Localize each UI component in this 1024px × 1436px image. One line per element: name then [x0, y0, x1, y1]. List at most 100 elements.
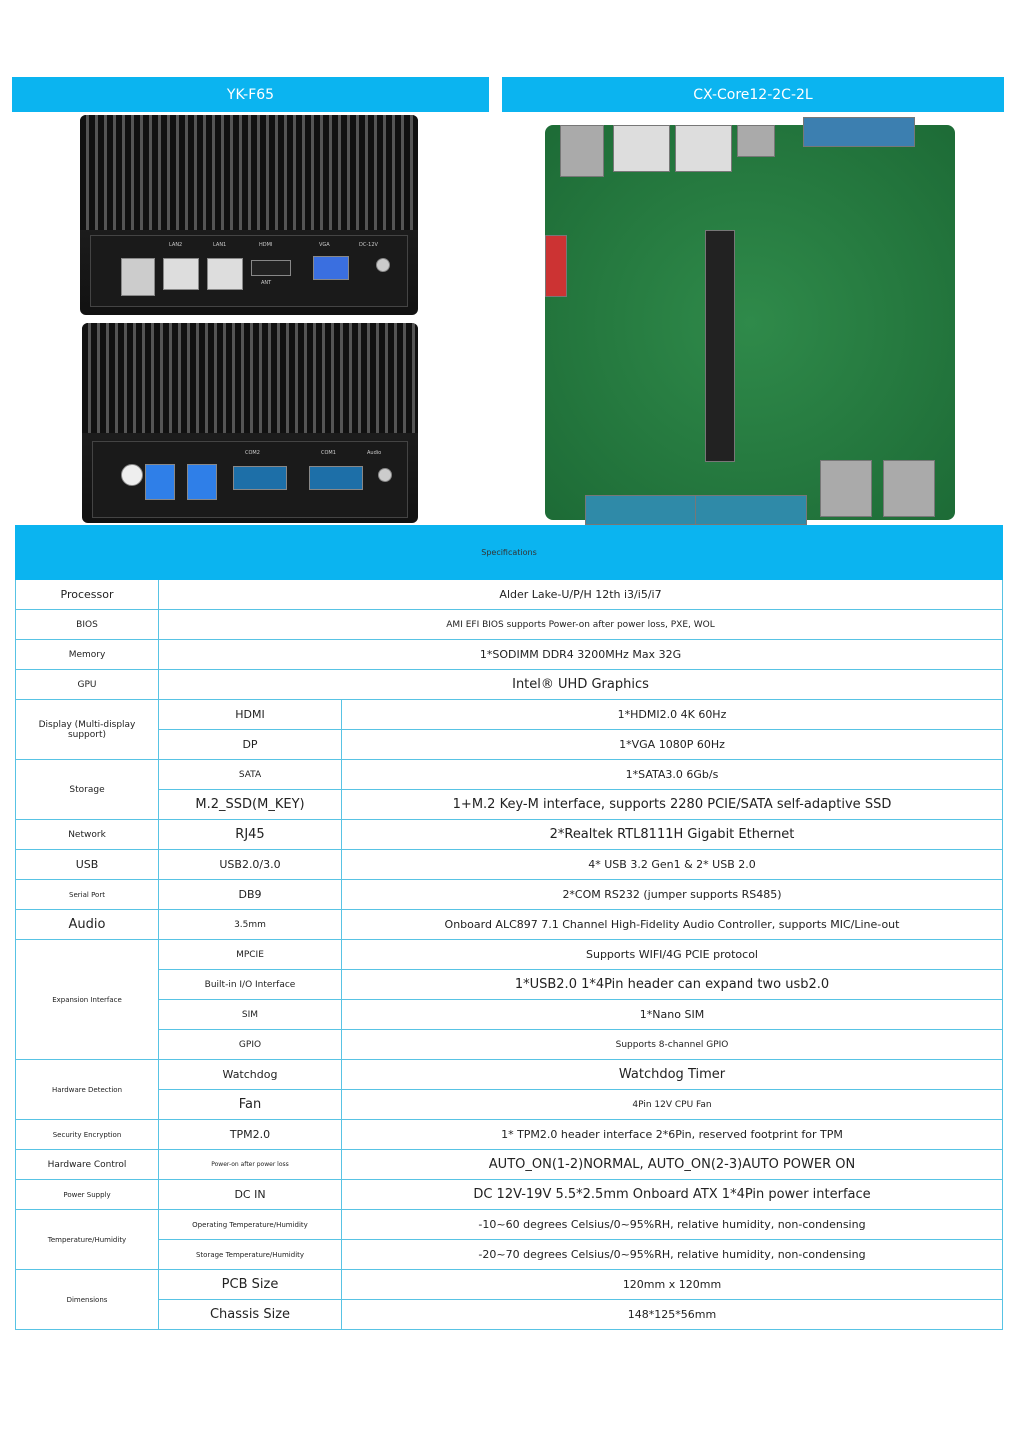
row-value: 1+M.2 Key-M interface, supports 2280 PCI… [341, 789, 1003, 820]
row-value: 4Pin 12V CPU Fan [341, 1089, 1003, 1120]
product-name: CX-Core12-2C-2L [693, 86, 813, 103]
port-label: ANT [261, 280, 272, 286]
port-label: COM2 [245, 450, 260, 456]
row-value: 2*COM RS232 (jumper supports RS485) [341, 879, 1003, 910]
row-sub: SIM [158, 999, 342, 1030]
row-sub: Chassis Size [158, 1299, 342, 1330]
row-value: -10~60 degrees Celsius/0~95%RH, relative… [341, 1209, 1003, 1240]
row-label: Display (Multi-display support) [15, 699, 159, 760]
port-label: VGA [319, 242, 330, 248]
row-value: 1* TPM2.0 header interface 2*6Pin, reser… [341, 1119, 1003, 1150]
row-label: Serial Port [15, 879, 159, 910]
row-sub: SATA [158, 759, 342, 790]
row-sub: Built-in I/O Interface [158, 969, 342, 1000]
row-label: Dimensions [15, 1269, 159, 1330]
row-label: BIOS [15, 609, 159, 640]
row-label: Storage [15, 759, 159, 820]
row-label: Processor [15, 579, 159, 610]
row-value: -20~70 degrees Celsius/0~95%RH, relative… [341, 1239, 1003, 1270]
row-sub: DC IN [158, 1179, 342, 1210]
row-label: Hardware Control [15, 1149, 159, 1180]
row-sub: Operating Temperature/Humidity [158, 1209, 342, 1240]
row-sub: Power-on after power loss [158, 1149, 342, 1180]
row-label: Power Supply [15, 1179, 159, 1210]
motherboard-image [545, 117, 955, 525]
port-label: LAN2 [169, 242, 183, 248]
row-sub: Storage Temperature/Humidity [158, 1239, 342, 1270]
row-label: USB [15, 849, 159, 880]
port-label: HDMI [259, 242, 273, 248]
row-value: 120mm x 120mm [341, 1269, 1003, 1300]
row-value: DC 12V-19V 5.5*2.5mm Onboard ATX 1*4Pin … [341, 1179, 1003, 1210]
product-banner-right: CX-Core12-2C-2L [502, 77, 1004, 112]
port-label: Audio [367, 450, 382, 456]
row-sub: DB9 [158, 879, 342, 910]
row-value: 4* USB 3.2 Gen1 & 2* USB 2.0 [341, 849, 1003, 880]
row-label: Memory [15, 639, 159, 670]
port-label: LAN1 [213, 242, 227, 248]
row-sub: GPIO [158, 1029, 342, 1060]
row-sub: USB2.0/3.0 [158, 849, 342, 880]
row-value: Onboard ALC897 7.1 Channel High-Fidelity… [341, 909, 1003, 940]
row-sub: M.2_SSD(M_KEY) [158, 789, 342, 820]
row-value: Supports 8-channel GPIO [341, 1029, 1003, 1060]
row-value: 1*Nano SIM [341, 999, 1003, 1030]
row-sub: 3.5mm [158, 909, 342, 940]
port-label: DC-12V [359, 242, 378, 248]
row-value: AUTO_ON(1-2)NORMAL, AUTO_ON(2-3)AUTO POW… [341, 1149, 1003, 1180]
row-value: 148*125*56mm [341, 1299, 1003, 1330]
row-value: Supports WIFI/4G PCIE protocol [341, 939, 1003, 970]
row-sub: TPM2.0 [158, 1119, 342, 1150]
row-value: Alder Lake-U/P/H 12th i3/i5/i7 [158, 579, 1003, 610]
row-label: Hardware Detection [15, 1059, 159, 1120]
row-sub: MPCIE [158, 939, 342, 970]
port-label: COM1 [321, 450, 336, 456]
mini-pc-front-image: LAN2 LAN1 HDMI VGA DC-12V ANT [80, 115, 418, 315]
row-value: 1*VGA 1080P 60Hz [341, 729, 1003, 760]
row-label: GPU [15, 669, 159, 700]
row-label: Temperature/Humidity [15, 1209, 159, 1270]
row-label: Security Encryption [15, 1119, 159, 1150]
row-label: Network [15, 819, 159, 850]
row-value: 2*Realtek RTL8111H Gigabit Ethernet [341, 819, 1003, 850]
row-sub: DP [158, 729, 342, 760]
row-value: AMI EFI BIOS supports Power-on after pow… [158, 609, 1003, 640]
row-value: 1*USB2.0 1*4Pin header can expand two us… [341, 969, 1003, 1000]
row-value: 1*SATA3.0 6Gb/s [341, 759, 1003, 790]
mini-pc-back-image: COM2 COM1 Audio [82, 323, 418, 523]
row-label: Audio [15, 909, 159, 940]
row-sub: RJ45 [158, 819, 342, 850]
row-sub: HDMI [158, 699, 342, 730]
row-sub: PCB Size [158, 1269, 342, 1300]
row-label: Expansion Interface [15, 939, 159, 1060]
row-value: 1*SODIMM DDR4 3200MHz Max 32G [158, 639, 1003, 670]
product-banner-left: YK-F65 [12, 77, 489, 112]
row-value: 1*HDMI2.0 4K 60Hz [341, 699, 1003, 730]
row-value: Intel® UHD Graphics [158, 669, 1003, 700]
table-row: M.2_SSD(M_KEY)1+M.2 Key-M interface, sup… [16, 789, 1003, 820]
